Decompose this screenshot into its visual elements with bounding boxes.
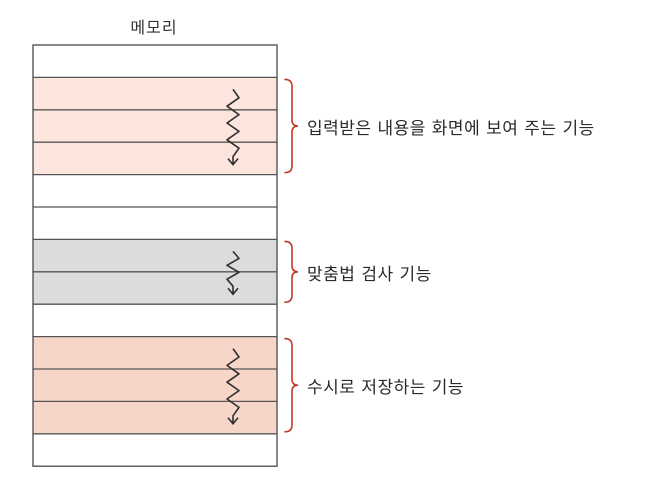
segment-memory-row — [33, 239, 277, 272]
segment-memory-row — [33, 109, 277, 143]
segment-memory-row — [33, 369, 277, 402]
segment-brace — [284, 337, 299, 433]
segment-label: 맞춤법 검사 기능 — [307, 264, 432, 285]
segment-brace — [284, 240, 299, 303]
segment-memory-row — [33, 77, 277, 110]
zigzag-down-arrow-icon — [226, 348, 240, 426]
free-memory-row — [33, 304, 277, 337]
memory-title: 메모리 — [130, 18, 178, 37]
segment-memory-row — [33, 401, 277, 434]
free-memory-row — [33, 207, 277, 240]
memory-outline — [32, 44, 278, 467]
segment-memory-row — [33, 271, 277, 305]
free-memory-row — [33, 433, 277, 467]
segment-memory-row — [33, 336, 277, 369]
segment-memory-row — [33, 142, 277, 175]
segment-label: 수시로 저장하는 기능 — [307, 378, 465, 399]
zigzag-down-arrow-icon — [226, 88, 240, 166]
free-memory-row — [33, 45, 277, 78]
zigzag-down-arrow-icon — [226, 250, 240, 296]
segment-brace — [284, 78, 299, 174]
free-memory-row — [33, 174, 277, 207]
segment-label: 입력받은 내용을 화면에 보여 주는 기능 — [307, 119, 595, 139]
